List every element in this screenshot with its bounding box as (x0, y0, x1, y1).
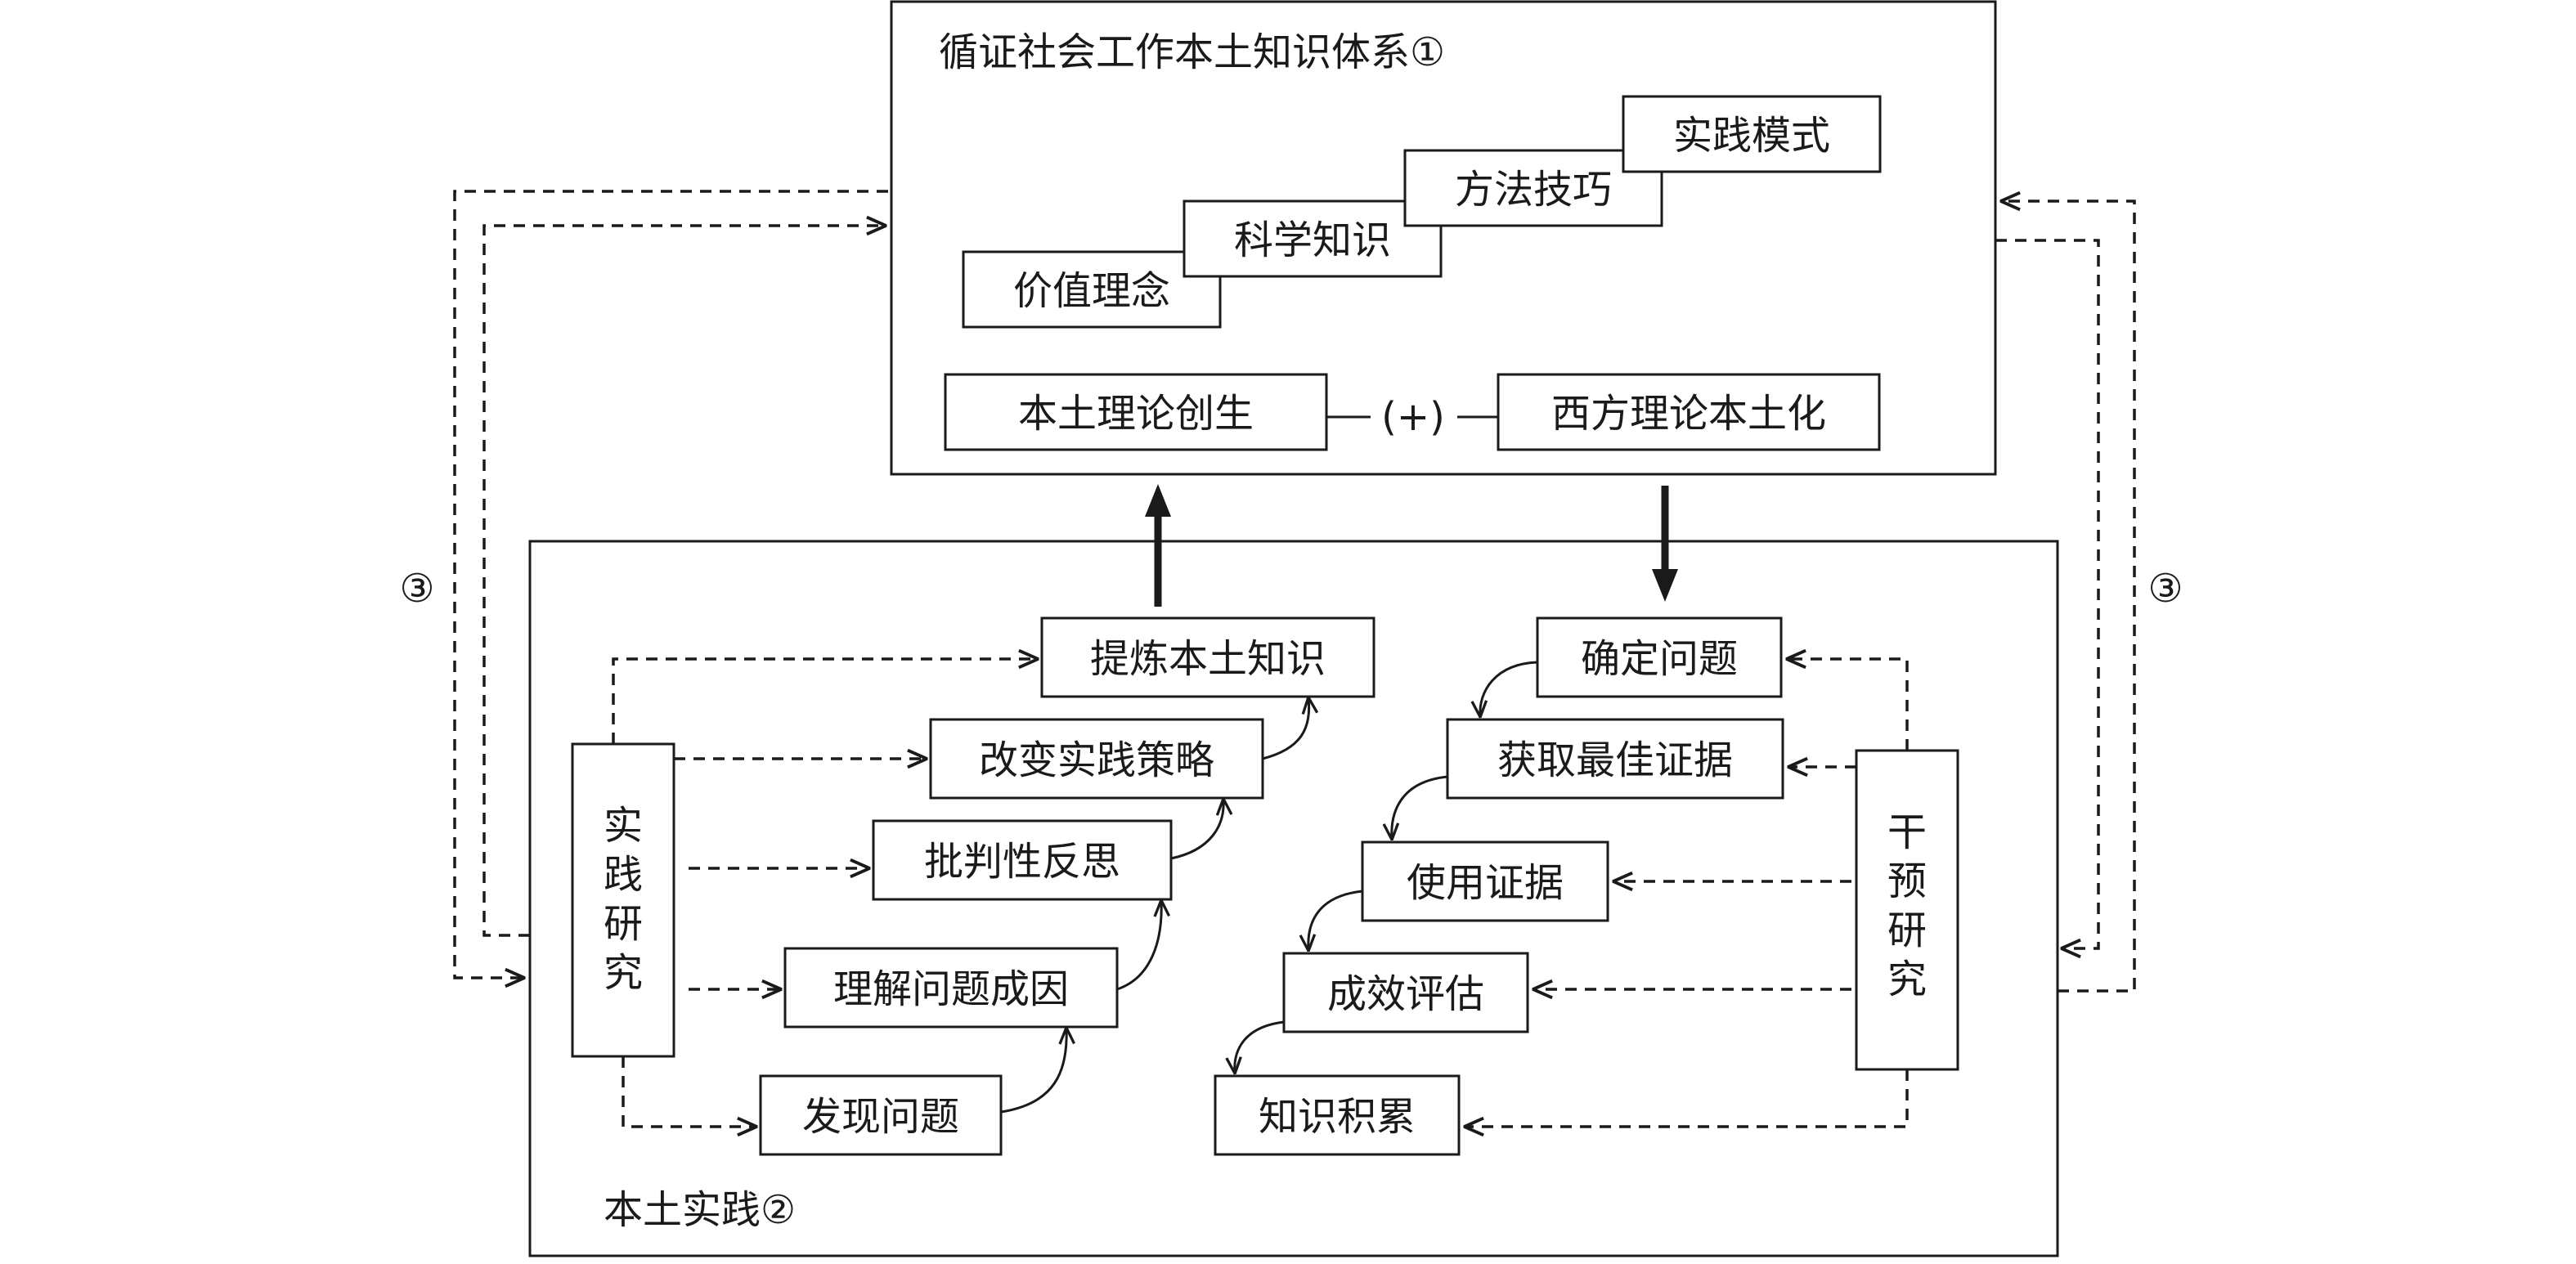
svg-text:提炼本土知识: 提炼本土知识 (1090, 636, 1326, 682)
intervention-research-box: 干 预 研 究 (1855, 749, 1959, 1071)
intervention-step-knowledge-accumulation: 知识积累 (1214, 1074, 1461, 1156)
svg-text:西方理论本土化: 西方理论本土化 (1551, 391, 1826, 437)
intervention-step-best-evidence: 获取最佳证据 (1446, 718, 1784, 800)
svg-text:理解问题成因: 理解问题成因 (833, 966, 1069, 1012)
local-practice-title: 本土实践② (604, 1187, 796, 1233)
step-scientific-knowledge: 科学知识 (1183, 199, 1443, 278)
svg-text:究: 究 (1887, 957, 1927, 1002)
svg-text:方法技巧: 方法技巧 (1455, 167, 1612, 213)
svg-text:发现问题: 发现问题 (802, 1094, 959, 1140)
practice-step-understand-causes: 理解问题成因 (783, 947, 1119, 1029)
step-method-skill: 方法技巧 (1403, 149, 1663, 227)
svg-text:预: 预 (1887, 858, 1927, 904)
loop-left-label: ③ (399, 566, 434, 612)
svg-text:实: 实 (604, 803, 643, 849)
svg-text:知识积累: 知识积累 (1259, 1094, 1416, 1140)
svg-text:研: 研 (604, 901, 643, 947)
practice-research-box: 实 践 研 究 (571, 742, 675, 1058)
left-feedback-loop: ③ (393, 190, 888, 978)
svg-text:使用证据: 使用证据 (1407, 860, 1564, 906)
step-practice-mode: 实践模式 (1622, 95, 1882, 173)
intervention-step-evaluation: 成效评估 (1282, 952, 1529, 1033)
svg-text:实践模式: 实践模式 (1673, 113, 1830, 159)
plus-sign: (+) (1381, 394, 1445, 440)
svg-text:践: 践 (604, 852, 643, 898)
local-theory-box: 本土理论创生 (944, 373, 1328, 451)
practice-step-critical-reflection: 批判性反思 (872, 819, 1173, 901)
local-practice-panel: 本土实践② 实 践 研 究 提炼本土知识 改变实践策略 批判性反思 理解问题成因… (528, 540, 2059, 1257)
practice-step-find-problem: 发现问题 (759, 1074, 1003, 1156)
western-theory-box: 西方理论本土化 (1497, 373, 1881, 451)
intervention-step-define-problem: 确定问题 (1536, 616, 1783, 698)
svg-text:确定问题: 确定问题 (1581, 636, 1738, 682)
intervention-step-use-evidence: 使用证据 (1361, 840, 1609, 922)
svg-text:价值理念: 价值理念 (1013, 268, 1170, 314)
svg-text:获取最佳证据: 获取最佳证据 (1497, 737, 1733, 783)
svg-text:批判性反思: 批判性反思 (924, 839, 1120, 885)
svg-text:成效评估: 成效评估 (1327, 971, 1484, 1017)
right-feedback-loop: ③ (1995, 201, 2190, 993)
knowledge-system-title: 循证社会工作本土知识体系① (939, 29, 1445, 75)
knowledge-system-panel: 循证社会工作本土知识体系① 价值理念 科学知识 方法技巧 实践模式 本土理论创生… (890, 0, 1997, 476)
practice-step-change-strategy: 改变实践策略 (929, 718, 1264, 800)
practice-step-refine-knowledge: 提炼本土知识 (1040, 616, 1376, 698)
svg-text:究: 究 (604, 950, 643, 996)
step-value-concept: 价值理念 (962, 250, 1222, 329)
loop-right-label: ③ (2147, 566, 2183, 612)
svg-text:科学知识: 科学知识 (1234, 217, 1391, 263)
svg-text:干: 干 (1887, 809, 1927, 855)
svg-text:研: 研 (1887, 908, 1927, 953)
svg-text:改变实践策略: 改变实践策略 (979, 737, 1214, 783)
svg-text:本土理论创生: 本土理论创生 (1018, 391, 1254, 437)
